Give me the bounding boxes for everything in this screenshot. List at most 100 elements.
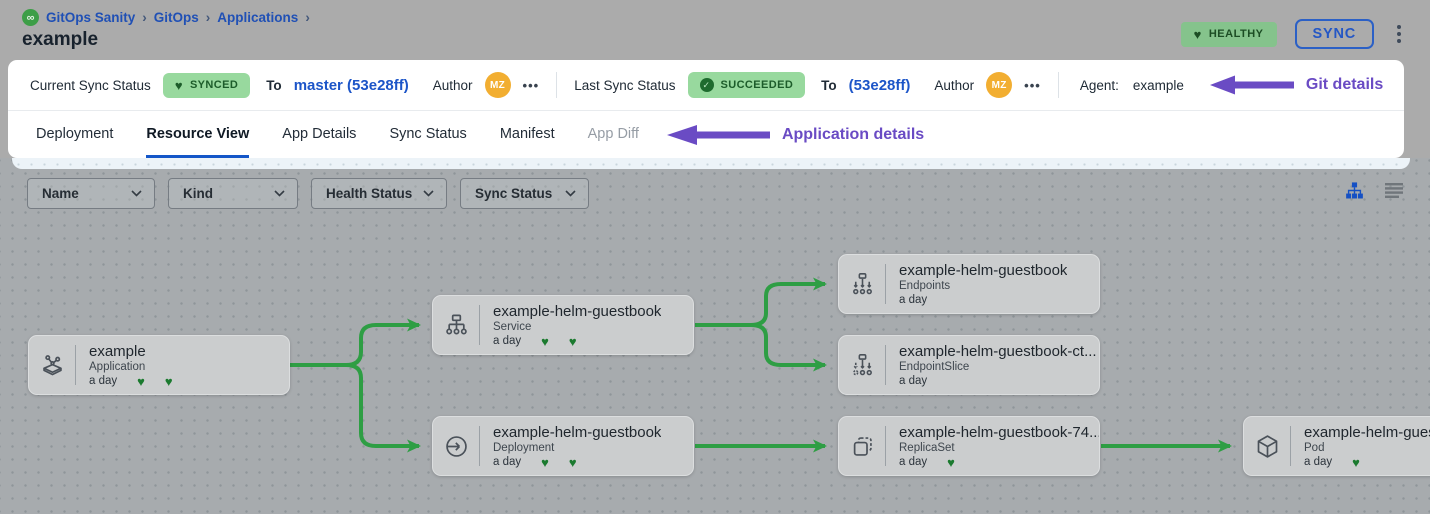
health-hearts: ♥ (947, 456, 955, 469)
heart-icon: ♥ (1193, 26, 1202, 42)
gitops-logo-icon: ∞ (22, 9, 39, 26)
resource-title: example-helm-guestbook (493, 423, 662, 441)
check-icon: ✓ (699, 78, 714, 92)
application-details-annotation-label: Application details (781, 125, 925, 143)
app-header-card: Current Sync Status ♥ SYNCED To master (… (8, 60, 1404, 158)
tab-app-diff[interactable]: App Diff (587, 126, 639, 142)
breadcrumb-link-applications[interactable]: Applications (217, 10, 299, 25)
health-status-badge: ♥ HEALTHY (1180, 21, 1277, 47)
divider (1057, 72, 1059, 98)
health-heart-icon: ♥ (541, 454, 549, 470)
tab-sync-status[interactable]: Sync Status (389, 126, 467, 142)
resource-age: a day (899, 294, 928, 306)
filter-label: Name (42, 186, 79, 201)
last-sync-status-label: Last Sync Status (574, 77, 676, 93)
tab-deployment[interactable]: Deployment (36, 126, 114, 142)
more-options-button[interactable]: ••• (1024, 77, 1041, 93)
sync-button[interactable]: SYNC (1294, 19, 1374, 49)
divider (885, 264, 886, 304)
current-sync-status-label: Current Sync Status (30, 77, 151, 93)
chevron-down-icon (274, 190, 285, 197)
tab-resource-view[interactable]: Resource View (146, 111, 250, 158)
resource-age: a day (493, 456, 522, 468)
to-label: To (266, 77, 282, 93)
git-details-annotation-label: Git details (1305, 76, 1384, 93)
chevron-down-icon (423, 190, 434, 197)
health-heart-icon: ♥ (947, 454, 955, 470)
left-arrow-icon (1209, 75, 1294, 95)
replicaset-icon (839, 433, 885, 460)
synced-badge: ♥ SYNCED (162, 72, 251, 98)
author-avatar: MZ (484, 72, 511, 98)
resource-node-deployment[interactable]: example-helm-guestbook Deployment a day … (432, 416, 694, 476)
chevron-down-icon (131, 190, 142, 197)
filter-bar: Name Kind Health Status Sync Status (27, 178, 589, 209)
breadcrumb-link-project[interactable]: GitOps Sanity (46, 10, 136, 25)
health-status-filter-dropdown[interactable]: Health Status (311, 178, 447, 209)
resource-kind: Pod (1304, 441, 1325, 454)
tab-app-details[interactable]: App Details (282, 126, 357, 142)
resource-node-pod[interactable]: example-helm-guest Pod a day ♥ (1243, 416, 1430, 476)
resource-title: example-helm-guestbook-74... (899, 423, 1099, 441)
synced-badge-label: SYNCED (189, 79, 239, 91)
resource-age: a day (493, 335, 522, 347)
resource-node-endpoints[interactable]: example-helm-guestbook Endpoints a day (838, 254, 1100, 314)
breadcrumb-separator: › (305, 10, 310, 25)
resource-age: a day (899, 456, 928, 468)
filter-label: Sync Status (475, 186, 553, 201)
health-heart-icon: ♥ (568, 333, 577, 349)
health-heart-icon: ♥ (568, 454, 577, 470)
divider (479, 305, 480, 345)
author-avatar: MZ (986, 72, 1013, 98)
resource-node-application[interactable]: example Application a day ♥♥ (28, 335, 290, 395)
application-details-annotation: Application details (664, 111, 924, 158)
current-sync-target-link[interactable]: master (53e28ff) (293, 76, 409, 94)
heart-icon: ♥ (174, 77, 183, 93)
deployment-icon (433, 433, 479, 460)
left-arrow-icon (666, 124, 770, 145)
canvas-highlight-strip (12, 158, 1410, 169)
agent-value: example (1132, 77, 1184, 93)
resource-kind: Endpoints (899, 280, 951, 292)
resource-age: a day (89, 375, 118, 387)
last-sync-target-link[interactable]: (53e28ff) (848, 76, 911, 94)
author-label: Author (432, 77, 473, 93)
filter-label: Health Status (326, 186, 413, 201)
health-heart-icon: ♥ (137, 373, 145, 389)
breadcrumb-separator: › (142, 10, 147, 25)
to-label: To (821, 77, 837, 93)
tab-manifest[interactable]: Manifest (499, 126, 555, 142)
health-hearts: ♥ (1352, 456, 1360, 469)
sync-status-filter-dropdown[interactable]: Sync Status (460, 178, 589, 209)
divider (8, 110, 1404, 111)
tree-view-icon[interactable] (1345, 181, 1364, 200)
succeeded-badge-label: SUCCEEDED (720, 79, 794, 91)
resource-kind: ReplicaSet (899, 441, 955, 454)
resource-title: example-helm-guestbook (493, 302, 662, 320)
resource-age: a day (1304, 456, 1333, 468)
divider (556, 72, 558, 98)
kind-filter-dropdown[interactable]: Kind (168, 178, 298, 209)
list-view-icon[interactable] (1384, 182, 1404, 199)
breadcrumb-link-gitops[interactable]: GitOps (153, 10, 199, 25)
resource-node-endpointslice[interactable]: example-helm-guestbook-ct... EndpointSli… (838, 335, 1100, 395)
git-details-annotation: Git details (1208, 74, 1383, 96)
resource-kind: Deployment (493, 441, 555, 454)
more-options-button[interactable]: ••• (522, 77, 540, 93)
filter-label: Kind (183, 186, 213, 201)
resource-tree-canvas: Name Kind Health Status Sync Status (0, 158, 1430, 514)
name-filter-dropdown[interactable]: Name (27, 178, 155, 209)
resource-node-replicaset[interactable]: example-helm-guestbook-74... ReplicaSet … (838, 416, 1100, 476)
resource-title: example-helm-guest (1304, 423, 1430, 441)
author-label: Author (934, 77, 975, 93)
kebab-menu-icon[interactable] (1392, 22, 1406, 46)
divider (885, 345, 886, 385)
resource-age: a day (899, 375, 928, 387)
health-hearts: ♥♥ (541, 335, 576, 348)
health-hearts: ♥♥ (137, 375, 172, 388)
tabs-bar: Deployment Resource View App Details Syn… (8, 111, 1404, 158)
resource-title: example-helm-guestbook (899, 262, 1068, 279)
service-icon (433, 312, 479, 339)
resource-node-service[interactable]: example-helm-guestbook Service a day ♥♥ (432, 295, 694, 355)
